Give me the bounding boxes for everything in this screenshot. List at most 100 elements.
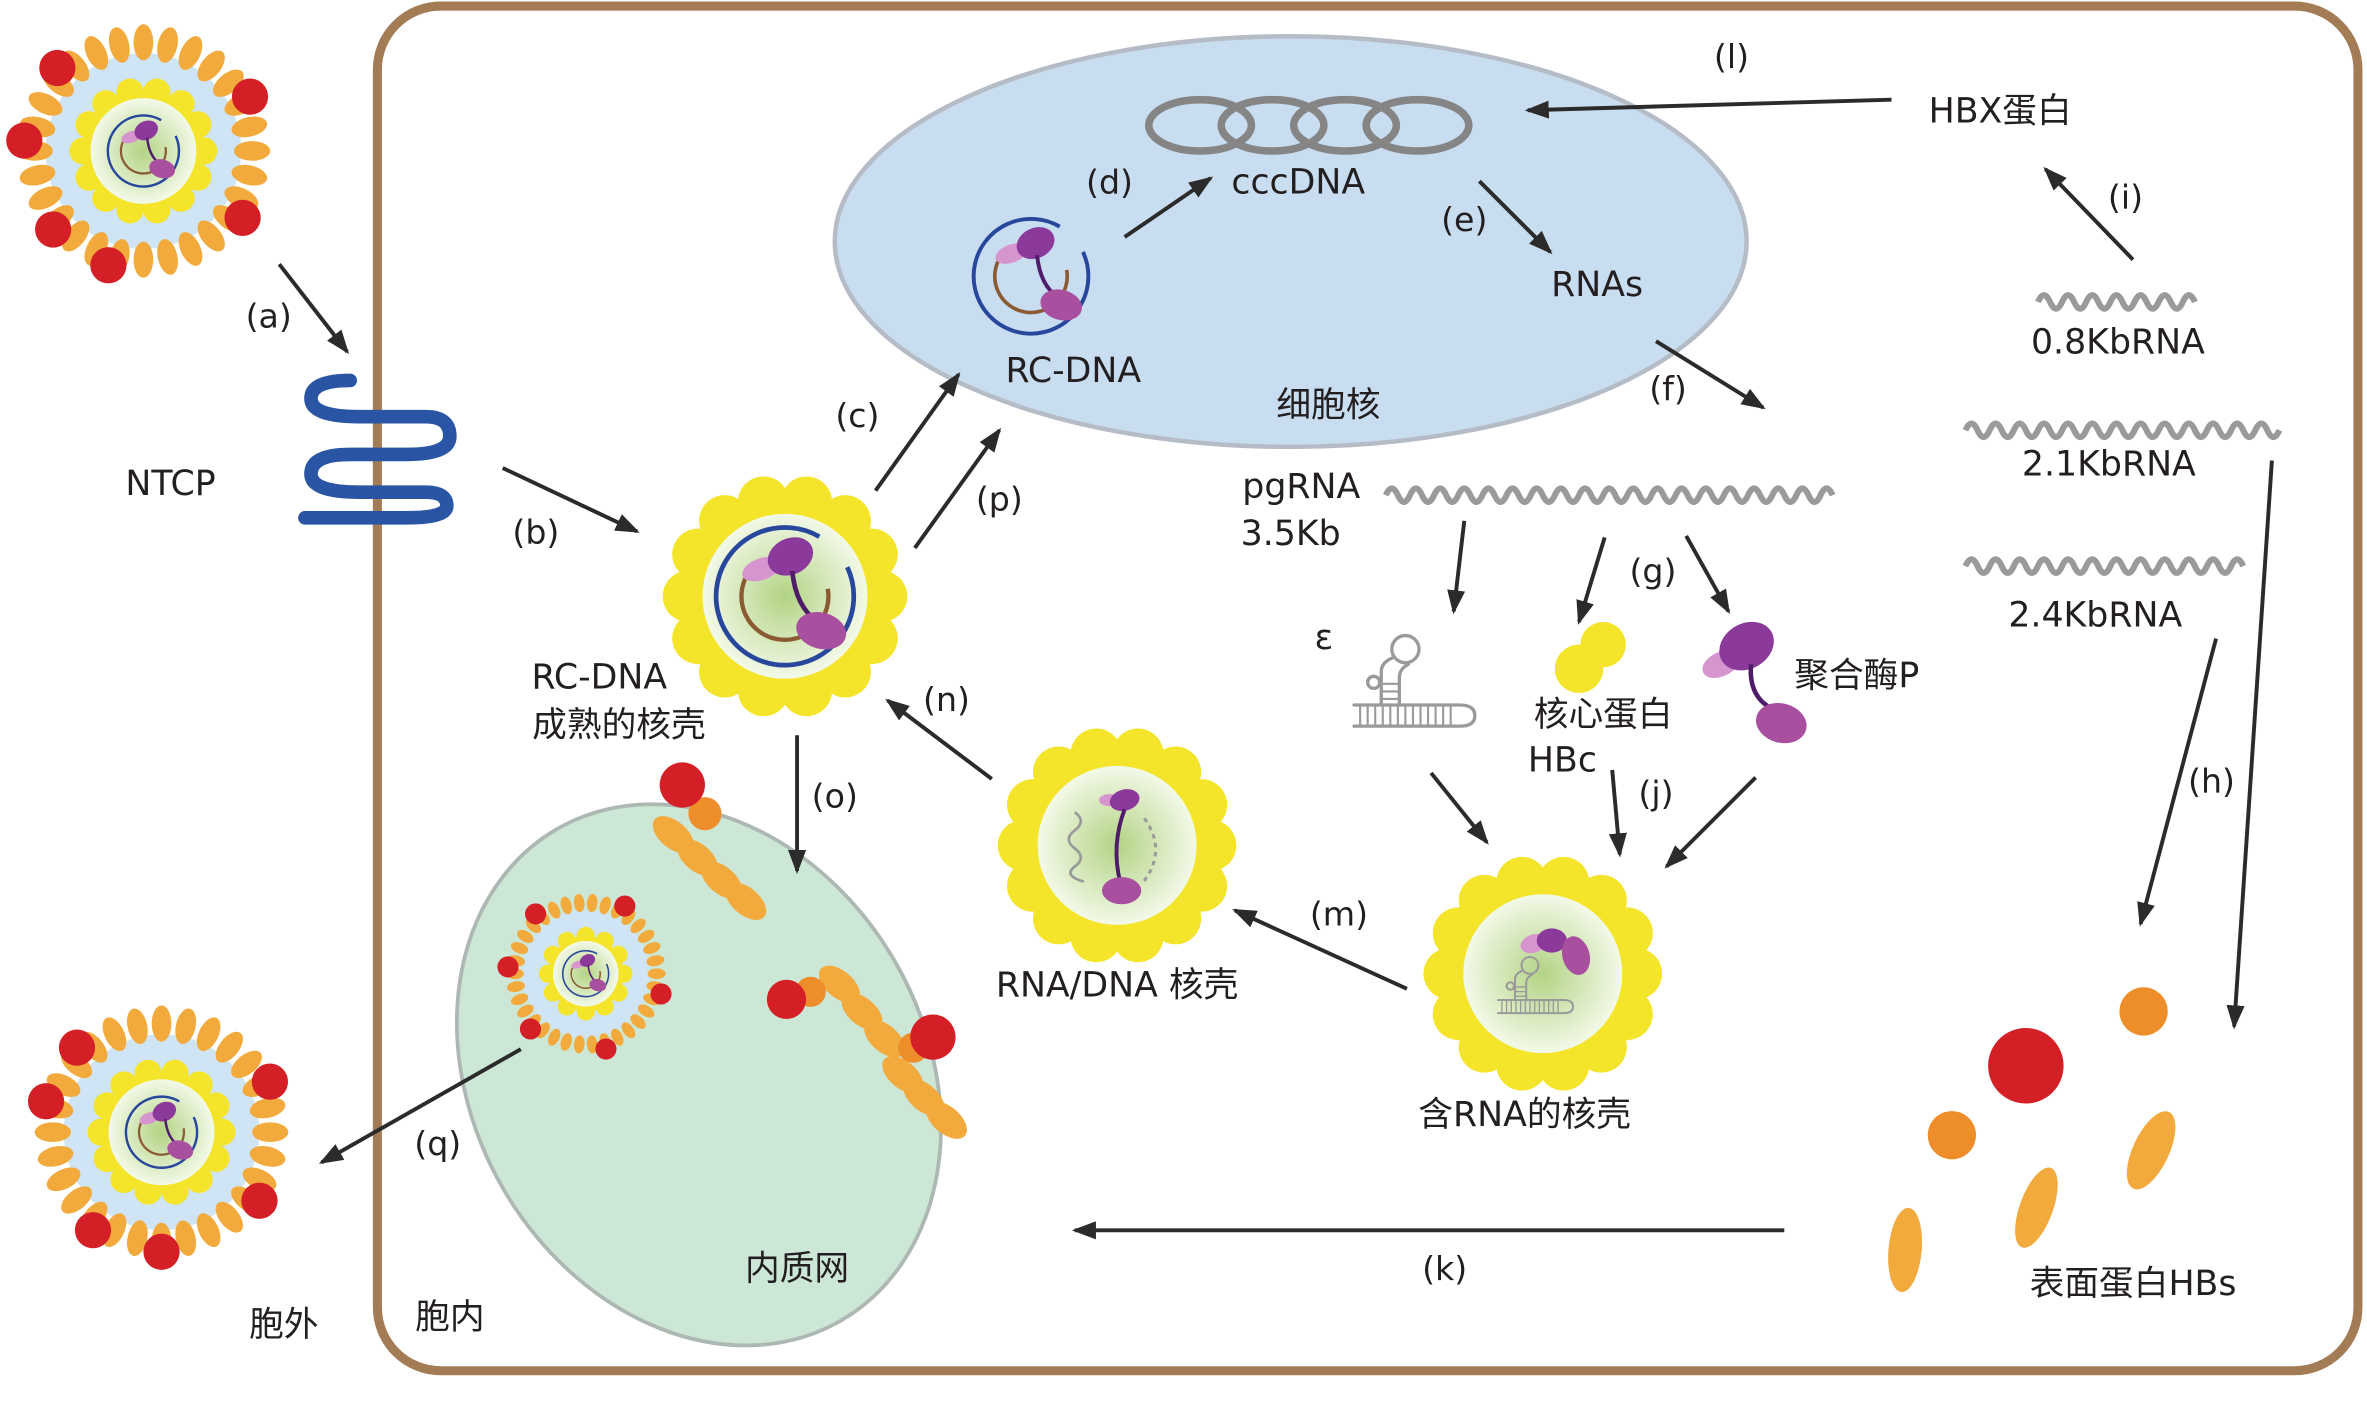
envelope-surface-protein [58,1029,96,1066]
rc-dna-plus-strand [570,966,601,989]
envelope-surface-protein [241,1182,278,1219]
step-label-p: (p) [976,479,1023,518]
envelope-lipid-bead [157,27,178,63]
step-label-m: (m) [1310,894,1368,933]
envelope-lipid-bead [178,36,203,70]
cccdna-link [1362,95,1473,155]
envelope-surface-protein [251,1063,289,1100]
component-labels: NTCP RC-DNA cccDNA RNAs 细胞核 HBX蛋白 0.8KbR… [125,91,2236,1345]
rc-dna-genome [106,114,181,188]
step-label-e: (e) [1441,200,1487,239]
envelope-lipid-bead [61,220,90,252]
core-protein-label: 核心蛋白 [1534,695,1673,735]
envelope-lipid-bead [510,993,529,1006]
rc-dna-plus-strand [119,139,167,175]
envelope-lipid-bead [637,1004,655,1018]
envelope-lipid-bead [197,50,225,82]
hbs-membrane-domain [926,1101,967,1139]
arrow-step-j-core [1608,769,1627,858]
arrow-step-j-polymerase [1664,776,1758,869]
envelope-lipid-bead [643,942,661,954]
step-label-q: (q) [414,1124,461,1163]
epsilon-apical-loop [1520,955,1540,975]
arrow-step-p [913,427,1002,550]
step-label-o: (o) [812,777,858,816]
envelope-surface-protein [614,895,636,917]
polymerase-rt-domain [1101,877,1142,905]
capsid-subunit [855,570,908,622]
epsilon-lower-stem [1497,999,1575,1015]
epsilon-apical-loop [1390,633,1421,665]
arrow-step-g-core [1576,536,1607,625]
envelope-lipid-bead [547,1028,561,1046]
envelope-lipid-bead [646,955,665,967]
envelope-lipid-bead [560,896,572,915]
envelope-surface-protein [35,211,72,248]
envelope-lipid-bead [151,1005,172,1042]
rc-dna-minus-strand [971,216,1091,336]
envelope-lipid-bead [637,929,655,943]
envelope-surface-protein [595,1038,617,1060]
cell-membrane [372,1,2363,1376]
polymerase-rt-domain [1040,289,1083,321]
polymerase-rt-domain [1755,703,1807,744]
epsilon-upper-stem [1513,969,1533,1002]
ntcp-label: NTCP [125,464,215,504]
step-label-d: (d) [1086,162,1133,201]
hbs-large-protein [910,1014,956,1060]
er-surface-protein-cluster-top [652,762,767,920]
polymerase-rt-domain [589,978,607,992]
capsid-subunit [69,137,97,165]
polymerase-terminal-protein [579,954,596,967]
envelope-lipid-bead [233,141,271,161]
envelope-lipid-bead [231,116,268,138]
arrow-step-e [1477,179,1553,255]
core-protein-subunit [1580,621,1626,668]
envelope-lipid-bead [28,92,63,116]
step-label-j: (j) [1638,774,1673,813]
capsid-interior [108,1079,215,1186]
hbs-membrane-domain [864,1019,906,1058]
arrow-step-h-21kb [2226,460,2274,1030]
capsid-subunit [190,137,218,165]
rc-dna-minus-strand [106,114,181,188]
envelope-lipid-bead [547,901,561,919]
arrow-step-q [318,1047,522,1165]
arrow-step-d [1123,176,1214,239]
envelope-lipid-bead [573,894,585,913]
rna-capsid-label: 含RNA的核壳 [1418,1095,1631,1135]
arrow-step-b [501,466,640,534]
epsilon-lower-stem [1352,703,1477,728]
extracellular-label: 胞外 [249,1305,318,1345]
envelope-lipid-bead [621,1022,636,1039]
epsilon-upper-stem [1379,656,1411,707]
cccdna-label: cccDNA [1231,162,1365,202]
rc-dna-plus-strand [992,257,1070,315]
nucleus-label: 细胞核 [1276,386,1380,426]
envelope-lipid-bead [196,1017,221,1052]
epsilon-bulge [1505,981,1516,991]
arrow-step-m [1232,908,1408,991]
step-label-c: (c) [835,396,879,435]
mature-capsid-label: 成熟的核壳 [532,706,706,746]
envelope-lipid-bead [215,1031,243,1063]
envelope-lipid-bead [178,232,203,266]
envelope-lipid-bead [133,241,154,278]
envelope-lipid-bead [647,968,666,979]
capsid-interior [702,513,868,679]
envelope-lipid-bead [61,1186,92,1214]
capsid-subunit [1423,948,1475,1000]
pgrna-label: pgRNA [1242,467,1360,507]
arrow-step-g-epsilon [1447,520,1467,615]
hbs-large-protein [659,762,705,808]
epsilon-stem-loop [1352,633,1477,728]
envelope-lipid-bead [34,1122,71,1143]
rc-dna-genome [971,216,1091,336]
epsilon-label: ε [1314,618,1333,658]
step-label-h: (h) [2188,762,2235,801]
envelope-surface-protein [525,903,547,925]
step-labels: (a) (b) (c) (d) (e) (f) (g) (h) (i) (j) … [246,37,2235,1288]
step-label-n: (n) [923,680,970,719]
envelope-lipid-bead [560,1033,572,1051]
rnas-label: RNAs [1551,265,1643,305]
